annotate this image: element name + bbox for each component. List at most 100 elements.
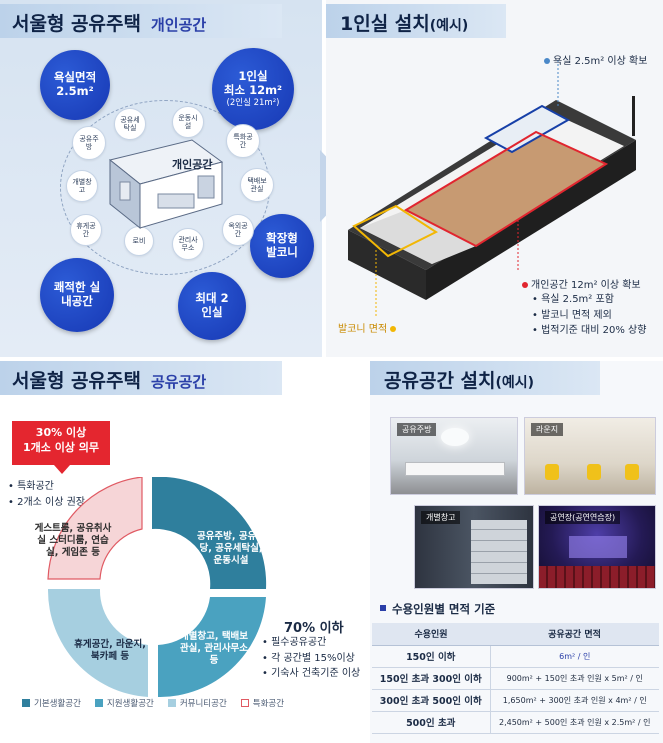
table-header-area: 공유공간 면적 [490, 623, 659, 646]
table-cell-area-text: 6m² / 인 [559, 651, 591, 661]
legend-special: 특화공간 [240, 697, 284, 709]
small-bubble-gym-text: 운동시설 [178, 113, 198, 130]
shared-example-panel: 공유공간 설치(예시) 공유주방 라운지 개별창고 공연장(공연연습장) 수용인… [370, 361, 663, 743]
shared-example-title-suffix: (예시) [495, 375, 535, 391]
single-room-l1: 1인실 [238, 69, 268, 84]
small-bubble-outdoor-text: 옥외공간 [228, 221, 248, 238]
bath-annotation: 욕실 2.5m² 이상 확보 [544, 52, 647, 67]
table-cell-capacity: 500인 초과 [372, 711, 491, 734]
small-bubble-storage: 개별창고 [66, 170, 98, 202]
table-title-text: 수용인원별 면적 기준 [392, 602, 496, 616]
single-room-bullets: 욕실 2.5m² 포함 발코니 면적 제외 법적기준 대비 20% 상향 [532, 292, 646, 339]
callout-pointer [54, 465, 70, 474]
small-bubble-storage-text: 개별창고 [72, 177, 92, 194]
bath-annot-marker [544, 58, 550, 64]
unit-floorplan-illustration [348, 60, 636, 316]
callout-bullet-2: 2개소 이상 권장 [8, 495, 85, 511]
table-header-capacity: 수용인원 [372, 623, 490, 646]
donut-seg-basic [152, 477, 267, 589]
single-room-title-suffix: (예시) [429, 18, 469, 34]
single-bullet-2: 발코니 면적 제외 [532, 308, 646, 324]
balcony-text: 확장형 발코니 [266, 231, 298, 259]
shared-title-text: 서울형 공유주택 [12, 370, 141, 392]
small-bubble-office-text: 관리사무소 [178, 235, 198, 252]
table-row: 500인 초과 2,450m² + 500인 초과 인원 x 2.5m² / 인 [372, 711, 659, 734]
pct-70-label: 70% 이하 [284, 621, 344, 636]
table-title: 수용인원별 면적 기준 [380, 601, 495, 617]
private-title-text: 서울형 공유주택 [12, 13, 141, 35]
table-cell-capacity: 300인 초과 500인 이하 [372, 689, 491, 712]
photo-tag-kitchen: 공유주방 [397, 423, 437, 436]
callout-line-1: 30% 이상 [35, 426, 87, 439]
private-room-illustration [108, 139, 224, 230]
max-occupancy-text: 최대 2인실 [195, 291, 229, 319]
single-room-title: 1인실 설치(예시) [326, 4, 506, 38]
balcony-annotation: 발코니 면적 [338, 320, 397, 335]
small-bubble-special-text: 특화공간 [233, 132, 253, 149]
single-bullet-3: 법적기준 대비 20% 상향 [532, 323, 646, 339]
small-bubble-parcel-text: 택배보관실 [247, 176, 267, 193]
small-bubble-lobby-text: 로비 [132, 236, 146, 245]
callout-bullet-1: 특화공간 [8, 479, 85, 495]
small-bubble-parcel: 택배보관실 [240, 168, 274, 202]
max-occupancy-bubble: 최대 2인실 [178, 272, 246, 340]
donut-seg-community [47, 589, 148, 697]
capacity-area-table: 수용인원 공유공간 면적 150인 이하 6m² / 인 150인 초과 300… [372, 623, 659, 734]
shared-bullet-2: 각 공간별 15%이상 [262, 651, 360, 667]
mandatory-callout: 30% 이상 1개소 이상 의무 [12, 421, 110, 465]
small-bubble-outdoor: 옥외공간 [222, 214, 254, 246]
single-room-panel: 1인실 설치(예시) 욕실 2.5m² 이상 확보 개인공간 12m² 이상 확… [326, 0, 663, 357]
photo-lounge: 라운지 [524, 417, 656, 495]
table-cell-area: 6m² / 인 [490, 645, 659, 668]
seg-community-label: 휴게공간, 라운지, 북카페 등 [74, 639, 146, 662]
seg-special-label: 게스트룸, 공유취사실 스터디룸, 연습실, 게임존 등 [34, 523, 112, 558]
comfort-text: 쾌적한 실내공간 [53, 280, 101, 308]
photo-tag-storage: 개별창고 [421, 511, 461, 524]
legend-community-text: 커뮤니티공간 [179, 699, 227, 709]
private-subtitle: 개인공간 [150, 16, 207, 34]
seg-basic-label: 공유주방, 공유식당, 공유세탁실, 운동시설 [196, 531, 266, 566]
shared-space-donut [47, 477, 267, 697]
photo-tag-lounge: 라운지 [531, 423, 564, 436]
small-bubble-rest-text: 휴게공간 [76, 221, 96, 238]
photo-shared-kitchen: 공유주방 [390, 417, 518, 495]
seg-support-label: 개별창고, 택배보관실, 관리사무소 등 [179, 631, 249, 666]
table-row: 150인 이하 6m² / 인 [372, 645, 659, 668]
shared-right-bullets: 필수공유공간 각 공간별 15%이상 기숙사 건축기준 이상 [262, 635, 360, 682]
callout-line-2: 1개소 이상 의무 [22, 440, 100, 454]
photo-storage: 개별창고 [414, 505, 534, 589]
small-bubble-laundry: 공유세탁실 [114, 108, 146, 140]
legend-basic-text: 기본생활공간 [34, 699, 81, 709]
photo-tag-hall: 공연장(공연연습장) [545, 511, 621, 524]
small-bubble-kitchen-text: 공유주방 [79, 134, 99, 151]
private-area-annotation: 개인공간 12m² 이상 확보 [522, 276, 641, 291]
small-bubble-office: 관리사무소 [172, 228, 204, 260]
small-bubble-laundry-text: 공유세탁실 [120, 115, 140, 132]
balcony-annot-marker [390, 326, 397, 332]
bath-area-text: 욕실면적 2.5m² [53, 70, 97, 98]
table-cell-area: 900m² + 150인 초과 인원 x 5m² / 인 [490, 667, 659, 690]
table-cell-area: 2,450m² + 500인 초과 인원 x 2.5m² / 인 [490, 711, 659, 734]
shared-bullet-1: 필수공유공간 [262, 635, 360, 651]
shared-bullet-3: 기숙사 건축기준 이상 [262, 666, 360, 682]
room-label: 개인공간 [172, 158, 213, 171]
legend-support-text: 지원생활공간 [106, 699, 154, 709]
single-bullet-1: 욕실 2.5m² 포함 [532, 292, 646, 308]
donut-seg-support [158, 597, 266, 697]
private-annot-text: 개인공간 12m² 이상 확보 [531, 280, 641, 291]
donut-seg-special [47, 477, 143, 580]
single-room-bubble: 1인실 최소 12m² (2인실 21m²) [212, 48, 294, 130]
shared-example-title-text: 공유공간 설치 [384, 370, 496, 392]
small-bubble-lobby: 로비 [124, 226, 154, 256]
table-header-row: 수용인원 공유공간 면적 [372, 623, 659, 646]
table-cell-capacity: 150인 이하 [372, 645, 491, 668]
bath-annot-text: 욕실 2.5m² 이상 확보 [553, 56, 648, 67]
legend-support: 지원생활공간 [94, 697, 154, 709]
small-bubble-gym: 운동시설 [172, 106, 204, 138]
balcony-bubble: 확장형 발코니 [250, 214, 314, 278]
donut-legend: 기본생활공간 지원생활공간 커뮤니티공간 특화공간 [22, 697, 284, 709]
legend-community: 커뮤니티공간 [167, 697, 227, 709]
